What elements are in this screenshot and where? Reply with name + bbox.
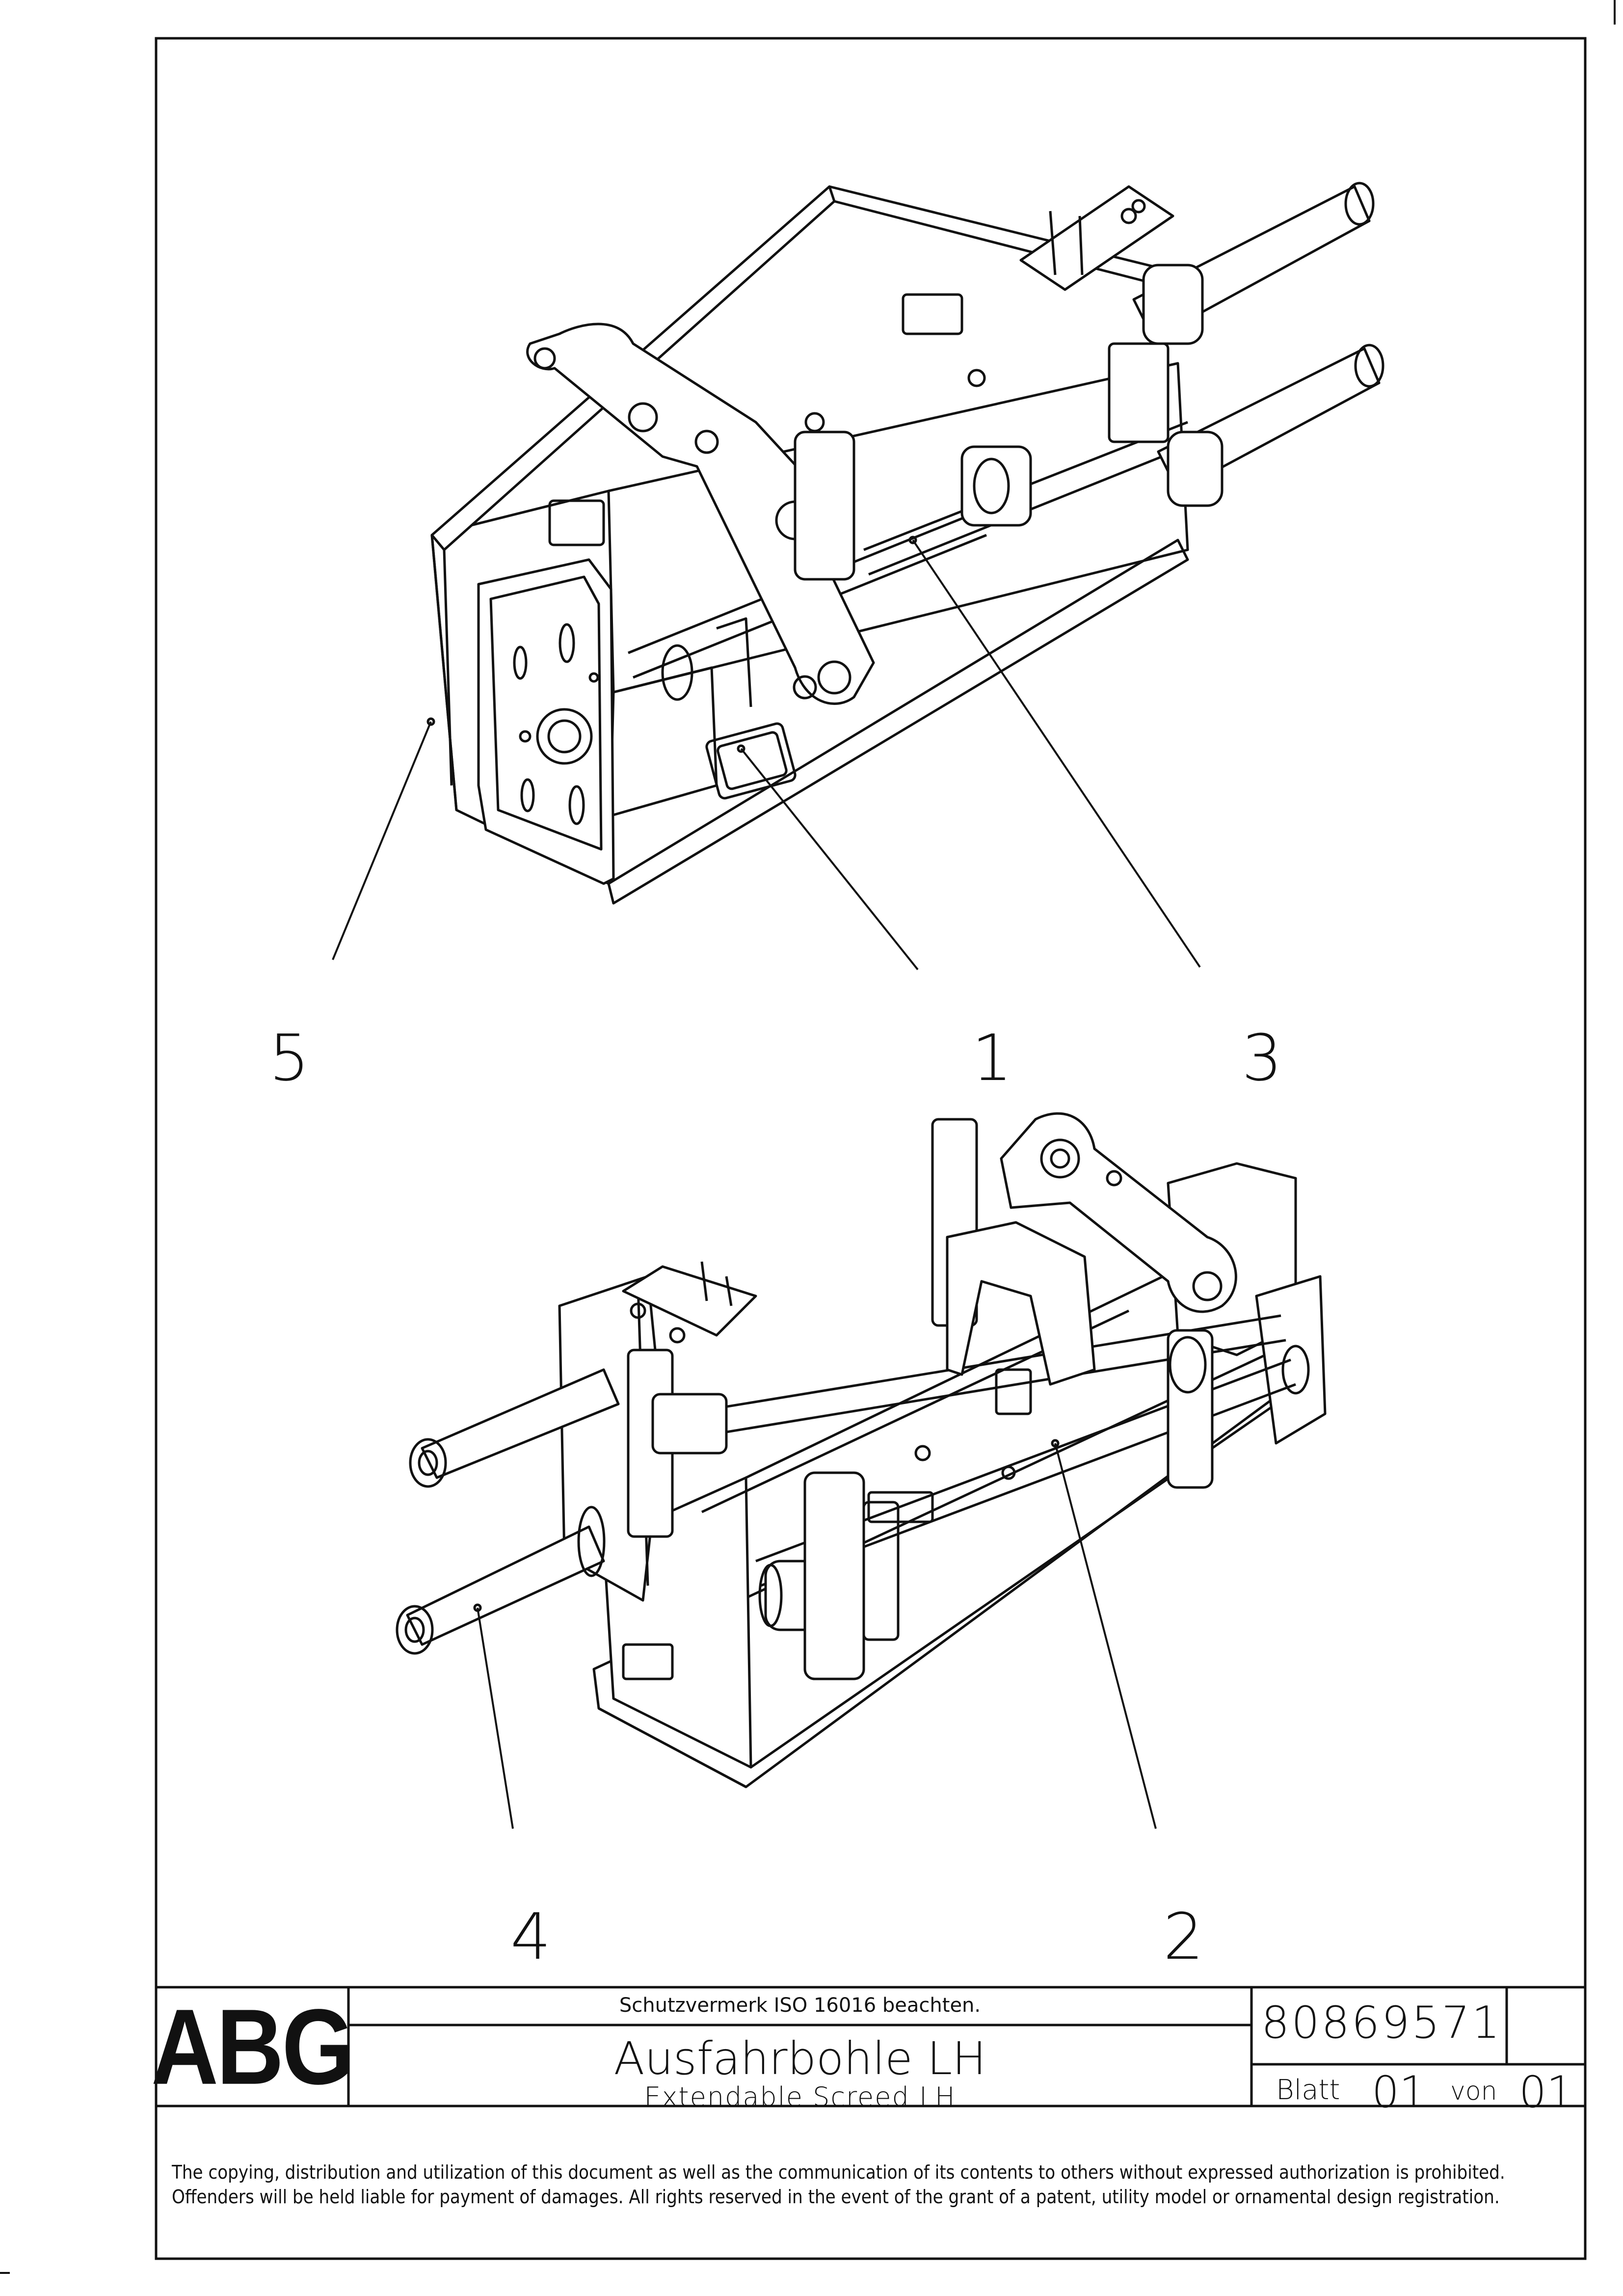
- title-english: Extendable Screed LH: [644, 2081, 956, 2112]
- callout-2: 2: [1163, 1899, 1204, 1974]
- top-assembly-drawing: [332, 182, 1384, 971]
- bottom-assembly-drawing: [396, 1112, 1327, 1829]
- callout-4: 4: [510, 1899, 551, 1974]
- title-block-frame: [156, 1986, 1585, 2107]
- sheet-label: Blatt: [1276, 2074, 1340, 2106]
- protection-note: Schutzvermerk ISO 16016 beachten.: [619, 1994, 981, 2017]
- copyright-notice: The copying, distribution and utilizatio…: [172, 2161, 1505, 2208]
- abg-logo: ABG: [151, 1987, 354, 2107]
- callout-5: 5: [269, 1021, 310, 1095]
- sheet-number: 01: [1372, 2067, 1427, 2117]
- sheet-total: 01: [1519, 2067, 1574, 2117]
- of-label: von: [1450, 2077, 1497, 2106]
- sheet-border: [155, 37, 1587, 2260]
- callout-1: 1: [972, 1021, 1012, 1095]
- drawing-number: 80869571: [1261, 1997, 1502, 2049]
- title-german: Ausfahrbohle LH: [613, 2032, 986, 2085]
- callout-3: 3: [1242, 1021, 1282, 1095]
